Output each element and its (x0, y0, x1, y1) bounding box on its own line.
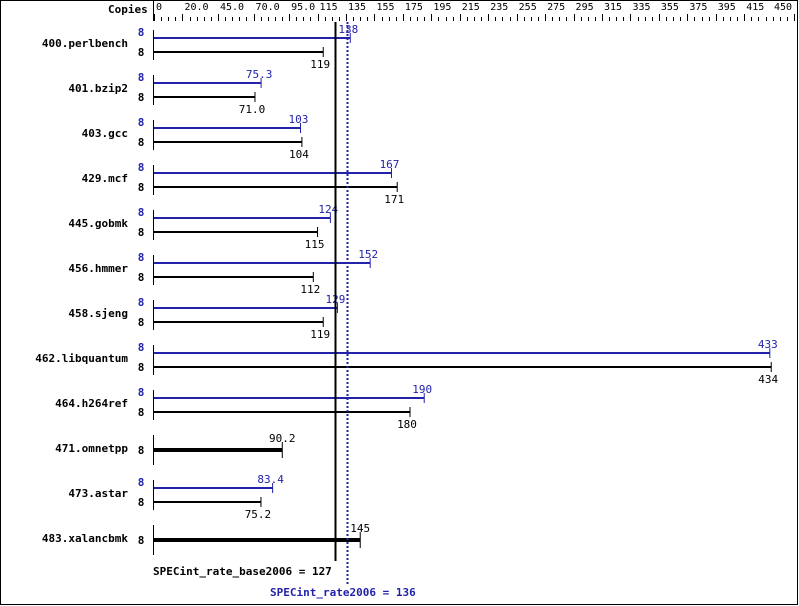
x-tick-label: 450 (774, 2, 792, 13)
x-tick-label: 235 (490, 2, 508, 13)
copies-label-peak: 8 (138, 206, 145, 219)
benchmark-label: 401.bzip2 (68, 82, 128, 95)
benchmark-row: 401.bzip2 8 75.3 8 71.0 (68, 68, 272, 116)
value-label-peak: 138 (338, 23, 358, 36)
benchmark-row: 473.astar 8 83.4 8 75.2 (68, 473, 284, 521)
benchmark-label: 429.mcf (82, 172, 128, 185)
benchmark-label: 464.h264ref (55, 397, 128, 410)
benchmark-row: 464.h264ref 8 190 8 180 (55, 383, 432, 431)
copies-label-peak: 8 (138, 476, 145, 489)
x-tick-label: 275 (547, 2, 565, 13)
x-tick-label: 375 (689, 2, 707, 13)
benchmark-row: 458.sjeng81298119 (68, 293, 345, 341)
value-label-peak: 124 (318, 203, 338, 216)
copies-label-base: 8 (138, 136, 145, 149)
x-tick-label: 255 (519, 2, 537, 13)
copies-label-peak: 8 (138, 251, 145, 264)
x-tick-label: 335 (632, 2, 650, 13)
value-label-peak: 167 (380, 158, 400, 171)
value-label-peak: 433 (758, 338, 778, 351)
x-tick-label: 70.0 (256, 2, 280, 13)
axis-header: Copies (108, 3, 148, 16)
copies-label-peak: 8 (138, 26, 145, 39)
copies-label-base: 8 (138, 534, 145, 547)
benchmark-label: 445.gobmk (68, 217, 128, 230)
base-reference-label: SPECint_rate_base2006 = 127 (153, 565, 332, 578)
value-label-peak: 103 (289, 113, 309, 126)
x-tick-label: 175 (405, 2, 423, 13)
value-label-base: 119 (310, 328, 330, 341)
copies-label-base: 8 (138, 226, 145, 239)
value-label-base: 75.2 (245, 508, 272, 521)
copies-label-base: 8 (138, 91, 145, 104)
x-tick-label: 20.0 (184, 2, 208, 13)
benchmark-row: 445.gobmk 8 124 8 115 (68, 203, 338, 251)
value-label-base: 71.0 (239, 103, 266, 116)
value-label-peak: 83.4 (257, 473, 284, 486)
x-tick-label: 315 (604, 2, 622, 13)
copies-label-peak: 8 (138, 116, 145, 129)
benchmark-row: 400.perlbench 8 138 8 119 (42, 23, 358, 71)
x-tick-label: 295 (576, 2, 594, 13)
x-tick-label: 45.0 (220, 2, 244, 13)
benchmark-row: 403.gcc 8 103 8 104 (82, 113, 310, 161)
benchmark-label: 403.gcc (82, 127, 128, 140)
copies-label-peak: 8 (138, 71, 145, 84)
benchmark-label: 462.libquantum (35, 352, 128, 365)
copies-label-base: 8 (138, 444, 145, 457)
value-label-base: 171 (384, 193, 404, 206)
copies-label-base: 8 (138, 361, 145, 374)
value-label-base: 119 (310, 58, 330, 71)
benchmark-label: 473.astar (68, 487, 128, 500)
benchmark-row: 462.libquantum 8 433 8 434 (35, 338, 778, 386)
copies-label-base: 8 (138, 46, 145, 59)
x-tick-label: 395 (718, 2, 736, 13)
benchmark-row: 483.xalancbmk 8 145 (42, 522, 370, 555)
copies-label-peak: 8 (138, 161, 145, 174)
copies-label-peak: 8 (138, 296, 145, 309)
copies-label-peak: 8 (138, 386, 145, 399)
reference-lines: SPECint_rate_base2006 = 127SPECint_rate2… (153, 22, 416, 599)
value-label-base: 180 (397, 418, 417, 431)
x-tick-label: 135 (348, 2, 366, 13)
value-label-base: 115 (305, 238, 325, 251)
x-tick-label: 195 (433, 2, 451, 13)
value-label-peak: 152 (358, 248, 378, 261)
copies-label-base: 8 (138, 181, 145, 194)
copies-label-peak: 8 (138, 341, 145, 354)
benchmark-label: 456.hmmer (68, 262, 128, 275)
benchmark-row: 456.hmmer 8 152 8 112 (68, 248, 378, 296)
x-tick-label: 115 (320, 2, 338, 13)
benchmark-label: 400.perlbench (42, 37, 128, 50)
value-label-base: 145 (350, 522, 370, 535)
value-label-peak: 190 (412, 383, 432, 396)
peak-reference-label: SPECint_rate2006 = 136 (270, 586, 416, 599)
value-label-peak: 75.3 (246, 68, 273, 81)
copies-label-base: 8 (138, 496, 145, 509)
copies-label-base: 8 (138, 271, 145, 284)
benchmark-label: 483.xalancbmk (42, 532, 128, 545)
benchmark-row: 471.omnetpp 8 90.2 (55, 432, 296, 465)
value-label-base: 104 (289, 148, 309, 161)
x-tick-label: 95.0 (291, 2, 315, 13)
x-tick-label: 355 (661, 2, 679, 13)
x-axis: 0 20.0 45.0 70.0 95.0 115 135 155 175 195 215 235 25… (153, 0, 795, 21)
x-tick-label: 415 (746, 2, 764, 13)
x-tick-label: 215 (462, 2, 480, 13)
copies-label-base: 8 (138, 406, 145, 419)
copies-label-base: 8 (138, 316, 145, 329)
benchmark-row: 429.mcf 8 167 8 171 (82, 158, 404, 206)
x-tick-label: 0 (156, 2, 162, 13)
bars: 400.perlbench 8 138 8 119 401.bzip2 8 75.3 8 71.0… (35, 23, 779, 555)
value-label-base: 434 (758, 373, 778, 386)
x-tick-label: 155 (376, 2, 394, 13)
value-label-base: 112 (300, 283, 320, 296)
benchmark-label: 471.omnetpp (55, 442, 128, 455)
benchmark-label: 458.sjeng (68, 307, 128, 320)
value-label-base: 90.2 (269, 432, 296, 445)
